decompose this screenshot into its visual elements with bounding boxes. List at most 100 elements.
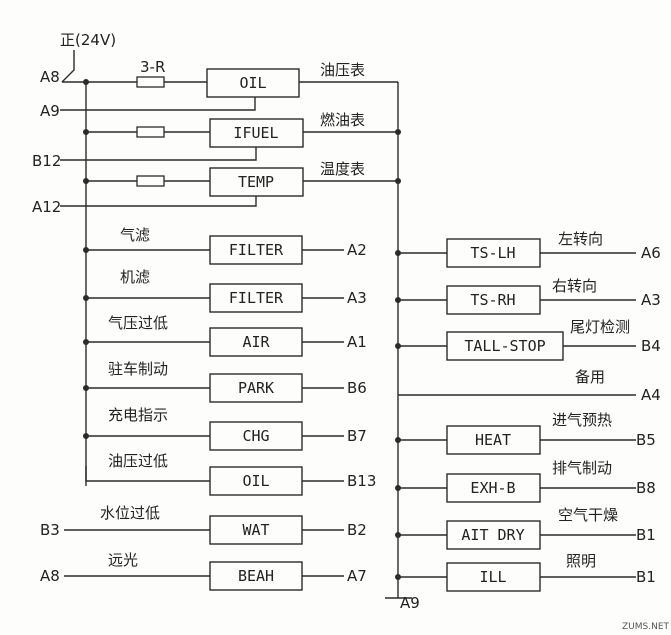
module-label: TALL-STOP — [464, 337, 545, 355]
pin-label: A1 — [347, 333, 367, 351]
indicator-label: 油压过低 — [108, 452, 168, 470]
pin-label: B6 — [347, 379, 367, 397]
junction-dot — [395, 574, 401, 580]
resistor — [136, 126, 165, 138]
module-box-oil-gauge — [206, 68, 300, 98]
module-label: TEMP — [238, 173, 274, 191]
module-label: HEAT — [475, 431, 511, 449]
indicator-label: 尾灯检测 — [570, 318, 630, 336]
wire — [60, 196, 257, 207]
module-label: IFUEL — [233, 124, 278, 142]
module-label: OIL — [242, 472, 269, 490]
module-label: TS-RH — [470, 291, 515, 309]
pin-label: A3 — [347, 289, 367, 307]
right-bus-junctions — [395, 129, 401, 580]
junction-dot — [395, 297, 401, 303]
power-lead — [61, 50, 75, 83]
pin-label: B5 — [636, 431, 656, 449]
junction-dot — [83, 433, 89, 439]
power-label: 正(24V) — [60, 31, 116, 49]
pin-label: A6 — [641, 244, 661, 262]
pin-label: A8 — [40, 68, 60, 86]
module-label: PARK — [238, 379, 274, 397]
module-box-filter-air — [209, 235, 303, 265]
module-box-heat — [446, 425, 541, 455]
module-box-ill — [446, 562, 541, 592]
module-label: FILTER — [229, 289, 284, 307]
module-box-air — [209, 327, 303, 357]
indicator-label: 气滤 — [120, 226, 150, 244]
indicator-label: 空气干燥 — [558, 506, 618, 524]
junction-dot — [395, 437, 401, 443]
junction-dot — [395, 129, 401, 135]
ground-pin-label: A9 — [400, 594, 420, 612]
pin-label: B2 — [347, 521, 367, 539]
module-box-beah — [209, 561, 303, 591]
indicator-label: 备用 — [575, 368, 605, 386]
module-box-ts-rh — [446, 285, 541, 315]
wire — [60, 97, 256, 111]
indicator-label: 水位过低 — [100, 504, 160, 522]
indicator-label: 远光 — [108, 551, 138, 569]
pin-label: A12 — [32, 198, 61, 216]
gauge-name: 油压表 — [320, 61, 365, 79]
junction-dot — [395, 532, 401, 538]
junction-dot — [83, 295, 89, 301]
junction-dot — [83, 129, 89, 135]
pin-label: B3 — [40, 521, 60, 539]
junction-dot — [83, 385, 89, 391]
indicator-label: 进气预热 — [552, 411, 612, 429]
module-label: TS-LH — [470, 244, 515, 262]
pin-label: B7 — [347, 427, 367, 445]
junction-dot — [83, 247, 89, 253]
wire — [60, 147, 257, 161]
junction-dot — [83, 79, 89, 85]
indicator-label: 充电指示 — [108, 406, 168, 424]
pin-label: A4 — [641, 386, 661, 404]
wire — [85, 466, 210, 482]
left-bus-junctions — [83, 79, 89, 439]
pin-label: B4 — [641, 337, 661, 355]
pin-label: A9 — [40, 102, 60, 120]
module-box-exh-b — [446, 473, 541, 503]
gauge-name: 燃油表 — [320, 111, 365, 129]
junction-dot — [83, 178, 89, 184]
indicator-label: 机滤 — [120, 268, 150, 286]
junction-dot — [395, 178, 401, 184]
pin-label: A3 — [641, 291, 661, 309]
module-box-chg — [209, 421, 303, 451]
pin-label: B12 — [32, 152, 61, 170]
resistor — [136, 76, 165, 88]
module-label: AIT DRY — [461, 526, 524, 544]
indicator-label: 驻车制动 — [108, 360, 168, 378]
resistor-label: 3-R — [140, 58, 165, 76]
pin-label: B1 — [636, 568, 656, 586]
module-label: FILTER — [229, 241, 284, 259]
pin-label: B1 — [636, 526, 656, 544]
pin-label: A8 — [40, 567, 60, 585]
pin-label: B8 — [636, 479, 656, 497]
module-label: OIL — [239, 74, 266, 92]
module-label: EXH-B — [470, 479, 515, 497]
module-label: CHG — [242, 427, 269, 445]
module-label: ILL — [479, 568, 506, 586]
junction-dot — [395, 343, 401, 349]
junction-dot — [83, 339, 89, 345]
indicator-label: 左转向 — [558, 230, 603, 248]
watermark: ZUMS.NET — [622, 622, 670, 632]
module-label: AIR — [242, 333, 270, 351]
gauge-name: 温度表 — [320, 160, 365, 178]
indicator-label: 气压过低 — [108, 314, 168, 332]
indicator-label: 照明 — [566, 552, 596, 570]
indicator-label: 右转向 — [552, 277, 597, 295]
pin-label: A7 — [347, 567, 367, 585]
module-box-wat — [209, 515, 303, 545]
pin-label: B13 — [347, 472, 376, 490]
indicator-label: 排气制动 — [552, 459, 612, 477]
pin-label: A2 — [347, 241, 367, 259]
junction-dot — [395, 250, 401, 256]
module-label: WAT — [242, 521, 269, 539]
module-label: BEAH — [238, 567, 274, 585]
